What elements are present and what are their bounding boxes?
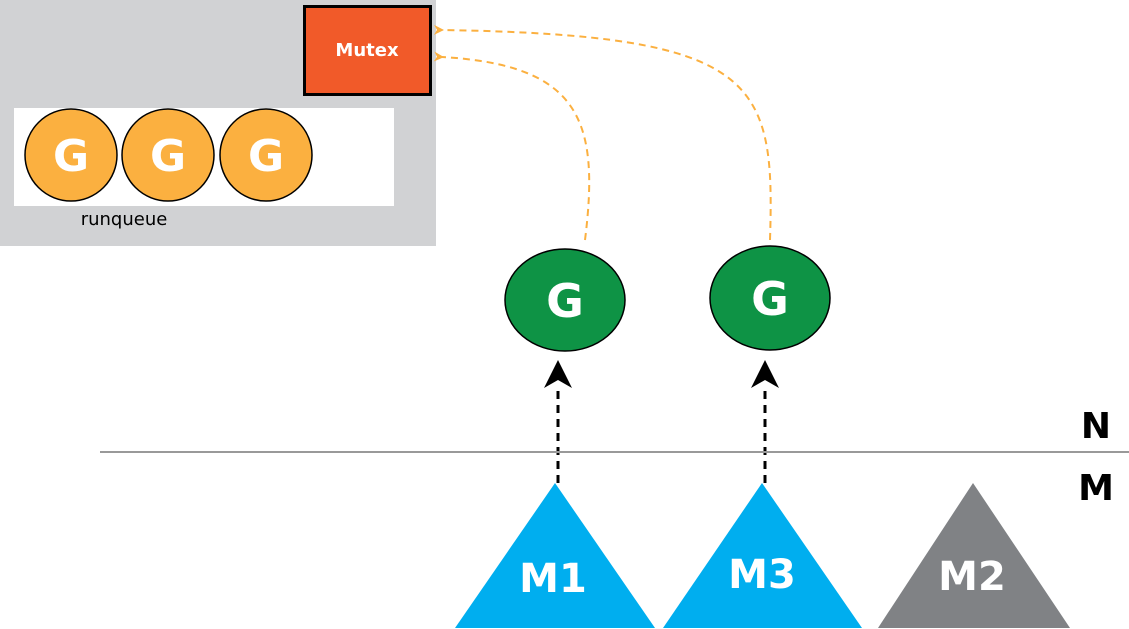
thread-m1: M1 <box>455 483 655 628</box>
mutex-box: Mutex <box>303 5 432 96</box>
runqueue-goroutine: G <box>121 108 215 202</box>
execution-arrow <box>544 360 572 483</box>
runqueue-label: runqueue <box>81 209 168 230</box>
svg-text:G: G <box>53 131 89 182</box>
divider-bottom-label: M <box>1078 468 1114 509</box>
svg-text:G: G <box>546 274 584 328</box>
svg-text:G: G <box>751 272 789 326</box>
wait-arrow <box>433 51 591 241</box>
svg-text:M1: M1 <box>519 556 587 602</box>
svg-text:G: G <box>150 131 186 182</box>
execution-arrow <box>751 360 779 483</box>
wait-arrow <box>433 24 772 241</box>
thread-m3: M3 <box>663 483 862 628</box>
running-goroutine: G <box>709 245 831 351</box>
divider-top-label: N <box>1081 406 1111 447</box>
thread-m2: M2 <box>878 483 1070 628</box>
running-goroutine: G <box>504 248 626 352</box>
svg-text:M2: M2 <box>938 554 1006 600</box>
svg-text:G: G <box>248 131 284 182</box>
mutex-label: Mutex <box>335 40 399 61</box>
runqueue-goroutine: G <box>219 108 313 202</box>
svg-text:M3: M3 <box>728 552 796 598</box>
runqueue-goroutine: G <box>24 108 118 202</box>
